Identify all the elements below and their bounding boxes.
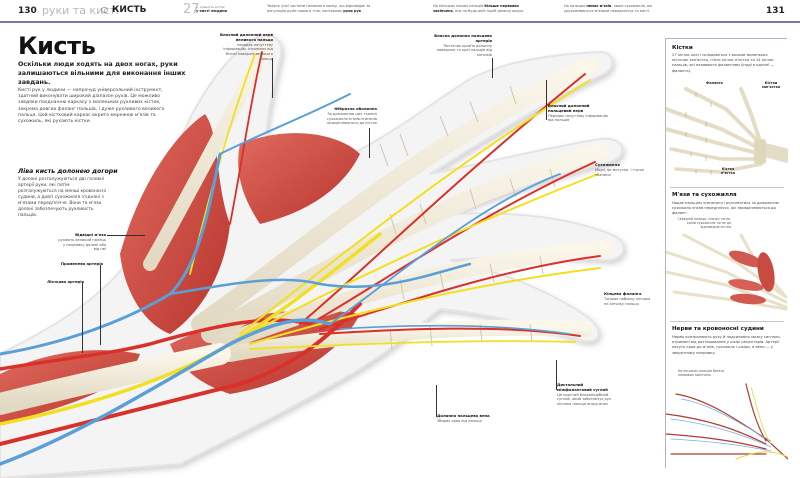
fact-nerve-text: На кінчиках наших пальців xyxy=(433,4,484,8)
bones-title: Кістки xyxy=(672,45,693,51)
intro-paragraph: Кисті рук у людини — напрочуд універсаль… xyxy=(18,88,165,125)
subsection-text: У долоні розгалужуються дві головні арте… xyxy=(18,177,106,218)
fact-brain: Чверть усієї частини головного мозку, що… xyxy=(267,4,387,14)
bones-illustration xyxy=(666,87,788,175)
callout-text: Тоншає поблизу кінчика на кінчику пальця xyxy=(604,296,651,306)
callout-title: Променева артерія xyxy=(60,261,103,266)
bones-text: 27 кісток кисті складаються з восьми мал… xyxy=(672,53,775,73)
fact-bones: — кількість кісток у кисті людини xyxy=(196,5,241,13)
fact-nerve-rest: , ніж на будь-якій іншій ділянці шкіри. xyxy=(452,9,524,13)
fact-number: 27 xyxy=(183,2,200,17)
callout-title: Власний долонний нерв великого пальця xyxy=(219,32,273,42)
muscles-illustration xyxy=(666,233,788,311)
sidebar-divider xyxy=(670,321,784,322)
subsection-title: Ліва кисть долонею догори xyxy=(18,168,118,175)
leader-line xyxy=(556,360,557,390)
callout-text: За допомогою цих тканин сухожилля м'язів… xyxy=(326,111,377,126)
callout-text: Збирає кров від пальця xyxy=(437,418,482,423)
leader-line xyxy=(272,58,273,98)
fact-bones-text: — кількість кісток xyxy=(196,5,225,9)
left-page-number: 130 xyxy=(18,6,37,16)
callout-abductor-muscles: Відвідні м'язи рухають великий палець у … xyxy=(58,232,106,252)
nerves-title: Нерви та кровоносні судини xyxy=(672,326,764,332)
callout-text: Це простий блокоподібний суглоб, який за… xyxy=(557,392,612,407)
callout-digital-artery: Власна долонна пальцева артерія Постачає… xyxy=(430,33,492,58)
callout-digital-vein: Долонна пальцева вена Збирає кров від па… xyxy=(437,413,497,424)
hand-anatomy-illustration xyxy=(0,34,625,478)
callout-text: Постачає кров'ю долонну поверхню та краї… xyxy=(436,43,492,58)
callout-radial-artery: Променева артерія xyxy=(55,261,103,267)
leader-line xyxy=(107,235,145,236)
flexor-tendons xyxy=(0,39,614,415)
header-rule xyxy=(0,21,800,23)
callout-ulnar-artery: Ліктьова артерія xyxy=(40,279,84,285)
fact-brain-text: Чверть усієї частини головного мозку, що… xyxy=(267,4,371,13)
callout-title: Дистальний міжфаланговий суглоб xyxy=(557,382,608,392)
callout-text: Міцні, як мотузки, і гнучкі тканини xyxy=(595,167,645,177)
sidebar-panel: Кістки 27 кісток кисті складаються з вос… xyxy=(665,38,788,468)
separator-dot-icon: ○ xyxy=(101,5,108,14)
page-header: 130 руки та кисті ○ КИСТЬ 27 — кількість… xyxy=(0,0,800,23)
nerves-vessels-illustration xyxy=(666,383,788,460)
adductor-muscle xyxy=(238,133,360,224)
callout-digital-nerve: Власний долонний пальцевий нерв Передає … xyxy=(548,103,608,123)
fact-bones-bold: у кисті людини xyxy=(196,9,227,13)
leader-line xyxy=(100,265,101,345)
fact-nerve-bold: більше нервових закінчень xyxy=(433,4,519,13)
callout-title: Фіброзна оболонка xyxy=(334,106,377,111)
leader-line xyxy=(369,128,370,158)
sidebar-divider xyxy=(670,187,784,188)
callout-title: Власний долонний пальцевий нерв xyxy=(548,103,590,113)
fact-muscles-rest: , лише сухожилля, які урухомлюються м'яз… xyxy=(564,4,653,13)
fact-muscles-bold: немає м'язів xyxy=(586,4,612,8)
fact-no-muscles: На пальцях немає м'язів, лише сухожилля,… xyxy=(564,4,674,14)
callout-title: Сухожилля xyxy=(595,162,620,167)
callout-distal-phalanx: Кінцева фаланга Тоншає поблизу кінчика н… xyxy=(604,291,654,306)
muscles-title: М'язи та сухожилля xyxy=(672,192,737,198)
callout-thumb-nerve: Власний долонний нерв великого пальця пе… xyxy=(213,32,273,62)
fact-muscles-text: На пальцях xyxy=(564,4,586,8)
fact-brain-bold: рухи рук xyxy=(343,9,362,13)
right-page-number: 131 xyxy=(766,6,785,16)
muscles-text: Надає пальцям згинатися і розгинатися за… xyxy=(672,201,779,216)
callout-text: рухають великий палець у напрямку долоні… xyxy=(58,237,106,252)
label-carpal-bones: Кістки зап'ястка xyxy=(761,81,781,90)
callout-title: Власна долонна пальцева артерія xyxy=(434,33,492,43)
lead-paragraph: Оскільки люди ходять на двох ногах, руки… xyxy=(18,60,186,86)
veins xyxy=(0,93,571,466)
leader-line xyxy=(546,80,547,120)
section-title: КИСТЬ xyxy=(112,5,147,15)
leader-line xyxy=(436,385,437,417)
muscles-note: Середній палець: згинач тягне, кріпи сух… xyxy=(677,217,731,230)
callout-title: Долонна пальцева вена xyxy=(437,413,490,418)
chapter-title: руки та кисті xyxy=(42,4,119,17)
page-title: Кисть xyxy=(18,32,96,60)
label-phalanx: Фаланга xyxy=(706,81,723,85)
callout-dip-joint: Дистальний міжфаланговий суглоб Це прост… xyxy=(557,382,612,407)
callout-title: Ліктьова артерія xyxy=(46,279,84,284)
callout-title: Відвідні м'язи xyxy=(75,232,106,237)
callout-fibrous-sheath: Фіброзна оболонка За допомогою цих ткани… xyxy=(322,106,377,126)
nerves-note: На кінчиках пальців багато нервових закі… xyxy=(678,369,725,378)
callout-text: передає почуттєву інформацію, отриману в… xyxy=(223,42,273,61)
leader-line xyxy=(82,283,83,353)
fact-nerve-endings: На кінчиках наших пальців більше нервови… xyxy=(433,4,538,14)
callout-tendon: Сухожилля Міцні, як мотузки, і гнучкі тк… xyxy=(595,162,650,177)
callout-text: Передає почуттєву інформацію від пальців xyxy=(548,113,608,123)
nerves-text: Нерви контролюють руху й надсилають мозк… xyxy=(672,335,781,355)
callout-title: Кінцева фаланга xyxy=(604,291,642,296)
label-metacarpal: Кістка п'ястка xyxy=(720,167,736,176)
leader-line xyxy=(492,58,493,78)
